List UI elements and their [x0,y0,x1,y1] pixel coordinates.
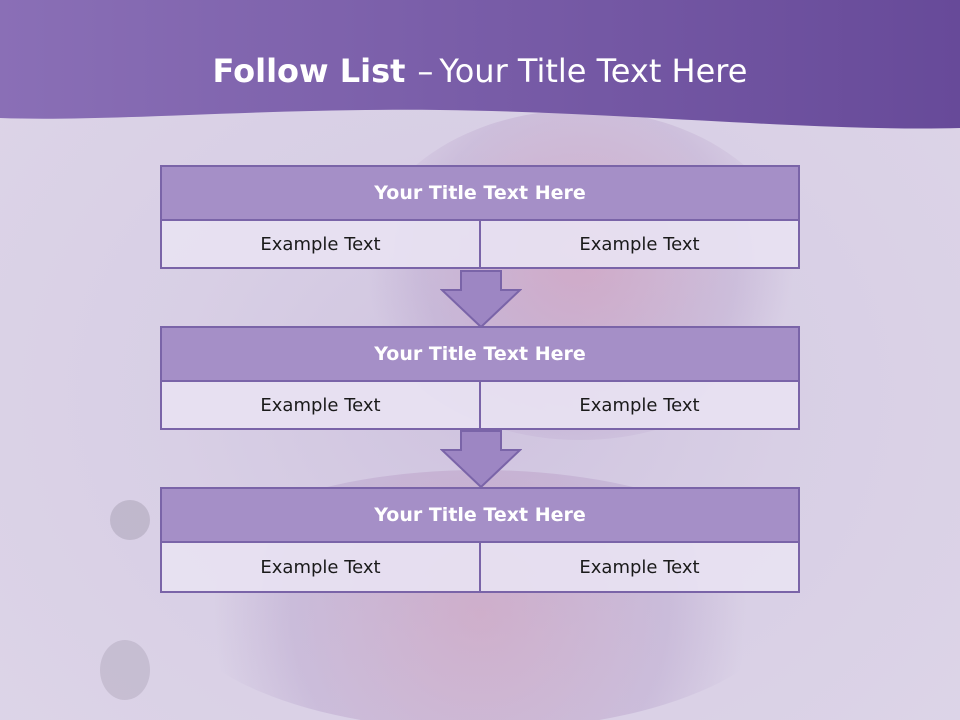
step-cell-right: Example Text [479,541,800,593]
step-cell-left: Example Text [160,541,481,593]
slide-title: Follow List–Your Title Text Here [0,52,960,90]
step-block-3: Your Title Text Here Example Text Exampl… [160,487,800,593]
down-arrow-icon [440,270,522,329]
step-row: Example Text Example Text [160,219,800,269]
step-block-2: Your Title Text Here Example Text Exampl… [160,326,800,430]
title-rest: Your Title Text Here [439,52,748,90]
down-arrow-icon [440,430,522,489]
step-row: Example Text Example Text [160,380,800,430]
cell-shape [110,500,150,540]
step-row: Example Text Example Text [160,541,800,593]
step-cell-left: Example Text [160,380,481,430]
title-dash: – [417,52,434,90]
step-cell-right: Example Text [479,380,800,430]
step-block-1: Your Title Text Here Example Text Exampl… [160,165,800,269]
step-title: Your Title Text Here [160,487,800,543]
header-band [0,0,960,129]
title-bold: Follow List [212,52,406,90]
cell-shape [100,640,150,700]
step-title: Your Title Text Here [160,165,800,221]
step-cell-right: Example Text [479,219,800,269]
step-title: Your Title Text Here [160,326,800,382]
step-cell-left: Example Text [160,219,481,269]
